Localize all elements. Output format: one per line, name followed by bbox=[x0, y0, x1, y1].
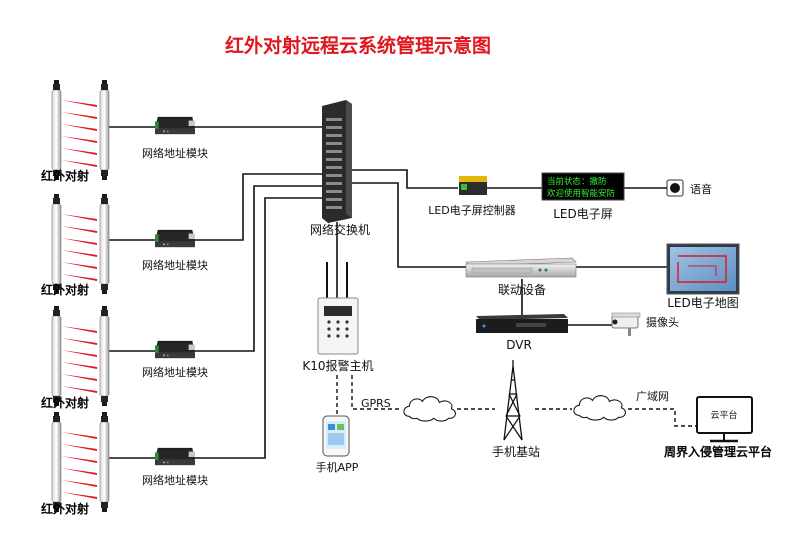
sensor-1: 红外对射 bbox=[41, 80, 110, 183]
module-2: 网络地址模块 bbox=[142, 229, 208, 272]
module-3-link bbox=[194, 185, 322, 352]
gprs-label: GPRS bbox=[361, 397, 391, 410]
infrared-sensor-icon bbox=[51, 412, 110, 512]
network-module-icon bbox=[155, 447, 195, 466]
alarm-host: K10报警主机 bbox=[302, 262, 374, 373]
wan-label: 广域网 bbox=[636, 390, 669, 403]
linkage-device: 联动设备 bbox=[465, 257, 577, 297]
led-map-label: LED电子地图 bbox=[667, 296, 739, 310]
diagram-title: 红外对射远程云系统管理示意图 bbox=[225, 34, 491, 57]
sensor-3: 红外对射 bbox=[41, 306, 110, 410]
cloud-platform-screen-label: 云平台 bbox=[710, 409, 737, 421]
speaker: 语音 bbox=[666, 179, 712, 197]
network-module-icon bbox=[155, 340, 195, 359]
cloud-platform-label: 周界入侵管理云平台 bbox=[664, 444, 772, 459]
phone-app: 手机APP bbox=[316, 415, 359, 474]
infrared-sensor-icon bbox=[51, 194, 110, 294]
sensor-label: 红外对射 bbox=[41, 501, 89, 516]
module-label: 网络地址模块 bbox=[142, 146, 208, 160]
camera-label: 摄像头 bbox=[646, 315, 679, 329]
sensor-label: 红外对射 bbox=[41, 168, 89, 183]
linkage-device-label: 联动设备 bbox=[498, 283, 546, 297]
wan-link bbox=[628, 408, 697, 427]
module-label: 网络地址模块 bbox=[142, 365, 208, 379]
switch-led-link bbox=[350, 169, 458, 189]
led-screen: 当前状态：撤防 欢迎使用智能安防 LED电子屏 bbox=[541, 172, 625, 221]
phone-app-label: 手机APP bbox=[316, 460, 359, 474]
sensor-label: 红外对射 bbox=[41, 395, 89, 410]
sensor-label: 红外对射 bbox=[41, 282, 89, 297]
infrared-sensor-icon bbox=[51, 306, 110, 406]
led-controller: LED电子屏控制器 bbox=[428, 176, 516, 217]
alarm-host-label: K10报警主机 bbox=[302, 358, 373, 373]
base-station bbox=[503, 360, 523, 441]
led-screen-label: LED电子屏 bbox=[553, 207, 613, 221]
led-screen-line-2: 欢迎使用智能安防 bbox=[547, 188, 616, 199]
base-station-label: 手机基站 bbox=[492, 445, 540, 459]
switch-linkage-link bbox=[350, 182, 466, 268]
module-label: 网络地址模块 bbox=[142, 473, 208, 487]
cloud-icon bbox=[403, 396, 456, 422]
module-1: 网络地址模块 bbox=[142, 116, 208, 160]
camera: 摄像头 bbox=[611, 312, 679, 336]
network-switch: 网络交换机 bbox=[310, 100, 370, 237]
infrared-sensor-icon bbox=[51, 80, 110, 180]
led-map: LED电子地图 bbox=[666, 243, 740, 310]
connection-lines bbox=[102, 126, 697, 459]
led-controller-label: LED电子屏控制器 bbox=[428, 203, 516, 217]
speaker-label: 语音 bbox=[690, 182, 712, 196]
sensor-2: 红外对射 bbox=[41, 194, 110, 297]
led-screen-display bbox=[541, 172, 625, 201]
cloud-platform: 云平台 周界入侵管理云平台 bbox=[664, 396, 772, 459]
module-4-link bbox=[194, 197, 322, 459]
module-4: 网络地址模块 bbox=[142, 447, 208, 487]
network-module-icon bbox=[155, 116, 195, 135]
switch-label: 网络交换机 bbox=[310, 222, 370, 237]
led-screen-line-1: 当前状态：撤防 bbox=[547, 176, 607, 187]
module-label: 网络地址模块 bbox=[142, 258, 208, 272]
sensor-4: 红外对射 bbox=[41, 412, 110, 516]
dvr-label: DVR bbox=[506, 338, 532, 352]
dvr: DVR bbox=[476, 314, 568, 352]
network-module-icon bbox=[155, 229, 195, 248]
module-2-link bbox=[194, 173, 322, 241]
module-3: 网络地址模块 bbox=[142, 340, 208, 379]
cloud-icon bbox=[573, 395, 626, 421]
